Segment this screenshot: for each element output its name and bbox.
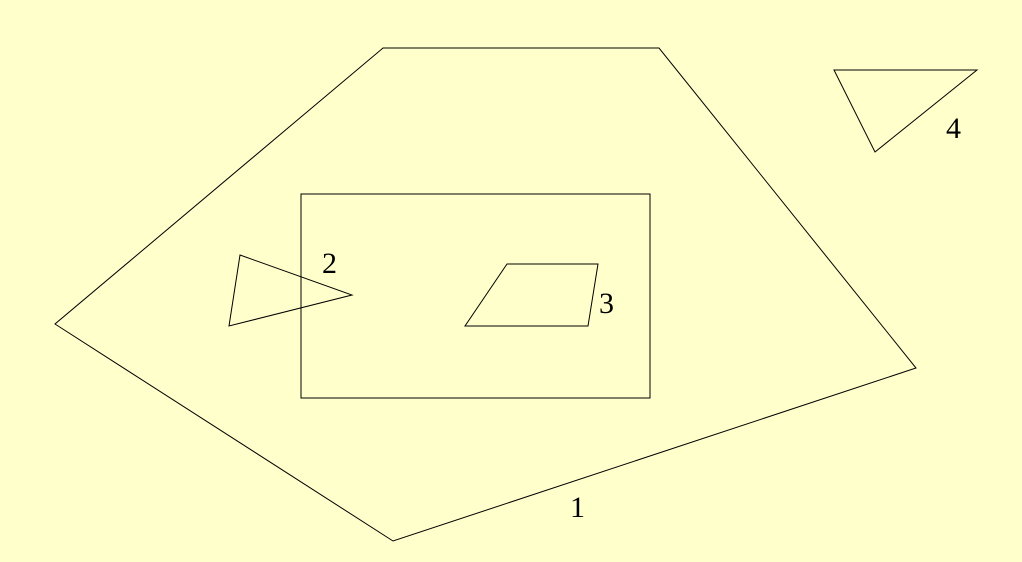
rectangle <box>300 193 651 399</box>
parallelogram-3 <box>464 263 599 327</box>
label-4: 4 <box>946 112 961 145</box>
polygon-1 <box>54 47 917 542</box>
label-3: 3 <box>599 287 614 320</box>
triangle-4 <box>833 69 979 153</box>
label-2: 2 <box>322 247 337 280</box>
label-1: 1 <box>570 491 585 524</box>
triangle-2 <box>228 254 354 327</box>
